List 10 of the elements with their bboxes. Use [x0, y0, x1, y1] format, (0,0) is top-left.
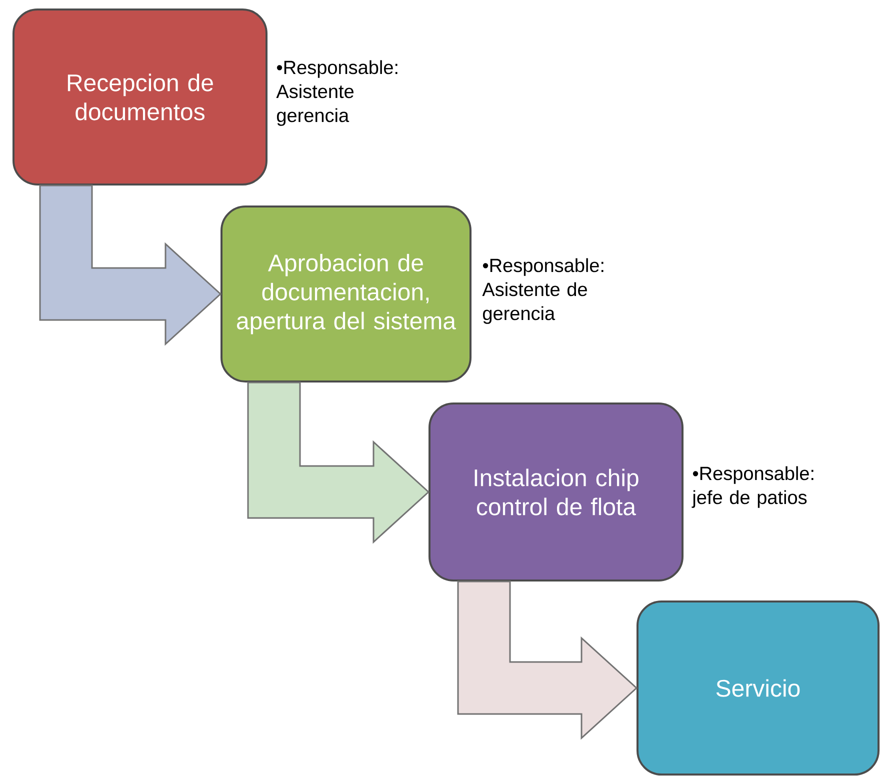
bent-arrow — [39, 184, 222, 346]
responsible-note: •Responsable: Asistente gerencia — [276, 60, 398, 126]
responsible-note: •Responsable: jefe de patios — [692, 466, 814, 508]
process-box: Servicio — [636, 600, 880, 776]
process-box: Aprobacion de documentacion, apertura del sistema — [220, 206, 472, 382]
bent-arrow — [457, 580, 638, 740]
process-box: Instalacion chip control de flota — [428, 402, 684, 582]
bent-arrow — [247, 382, 430, 544]
process-box: Recepcion de documentos — [12, 8, 268, 186]
responsible-note: •Responsable: Asistente de gerencia — [482, 258, 604, 324]
